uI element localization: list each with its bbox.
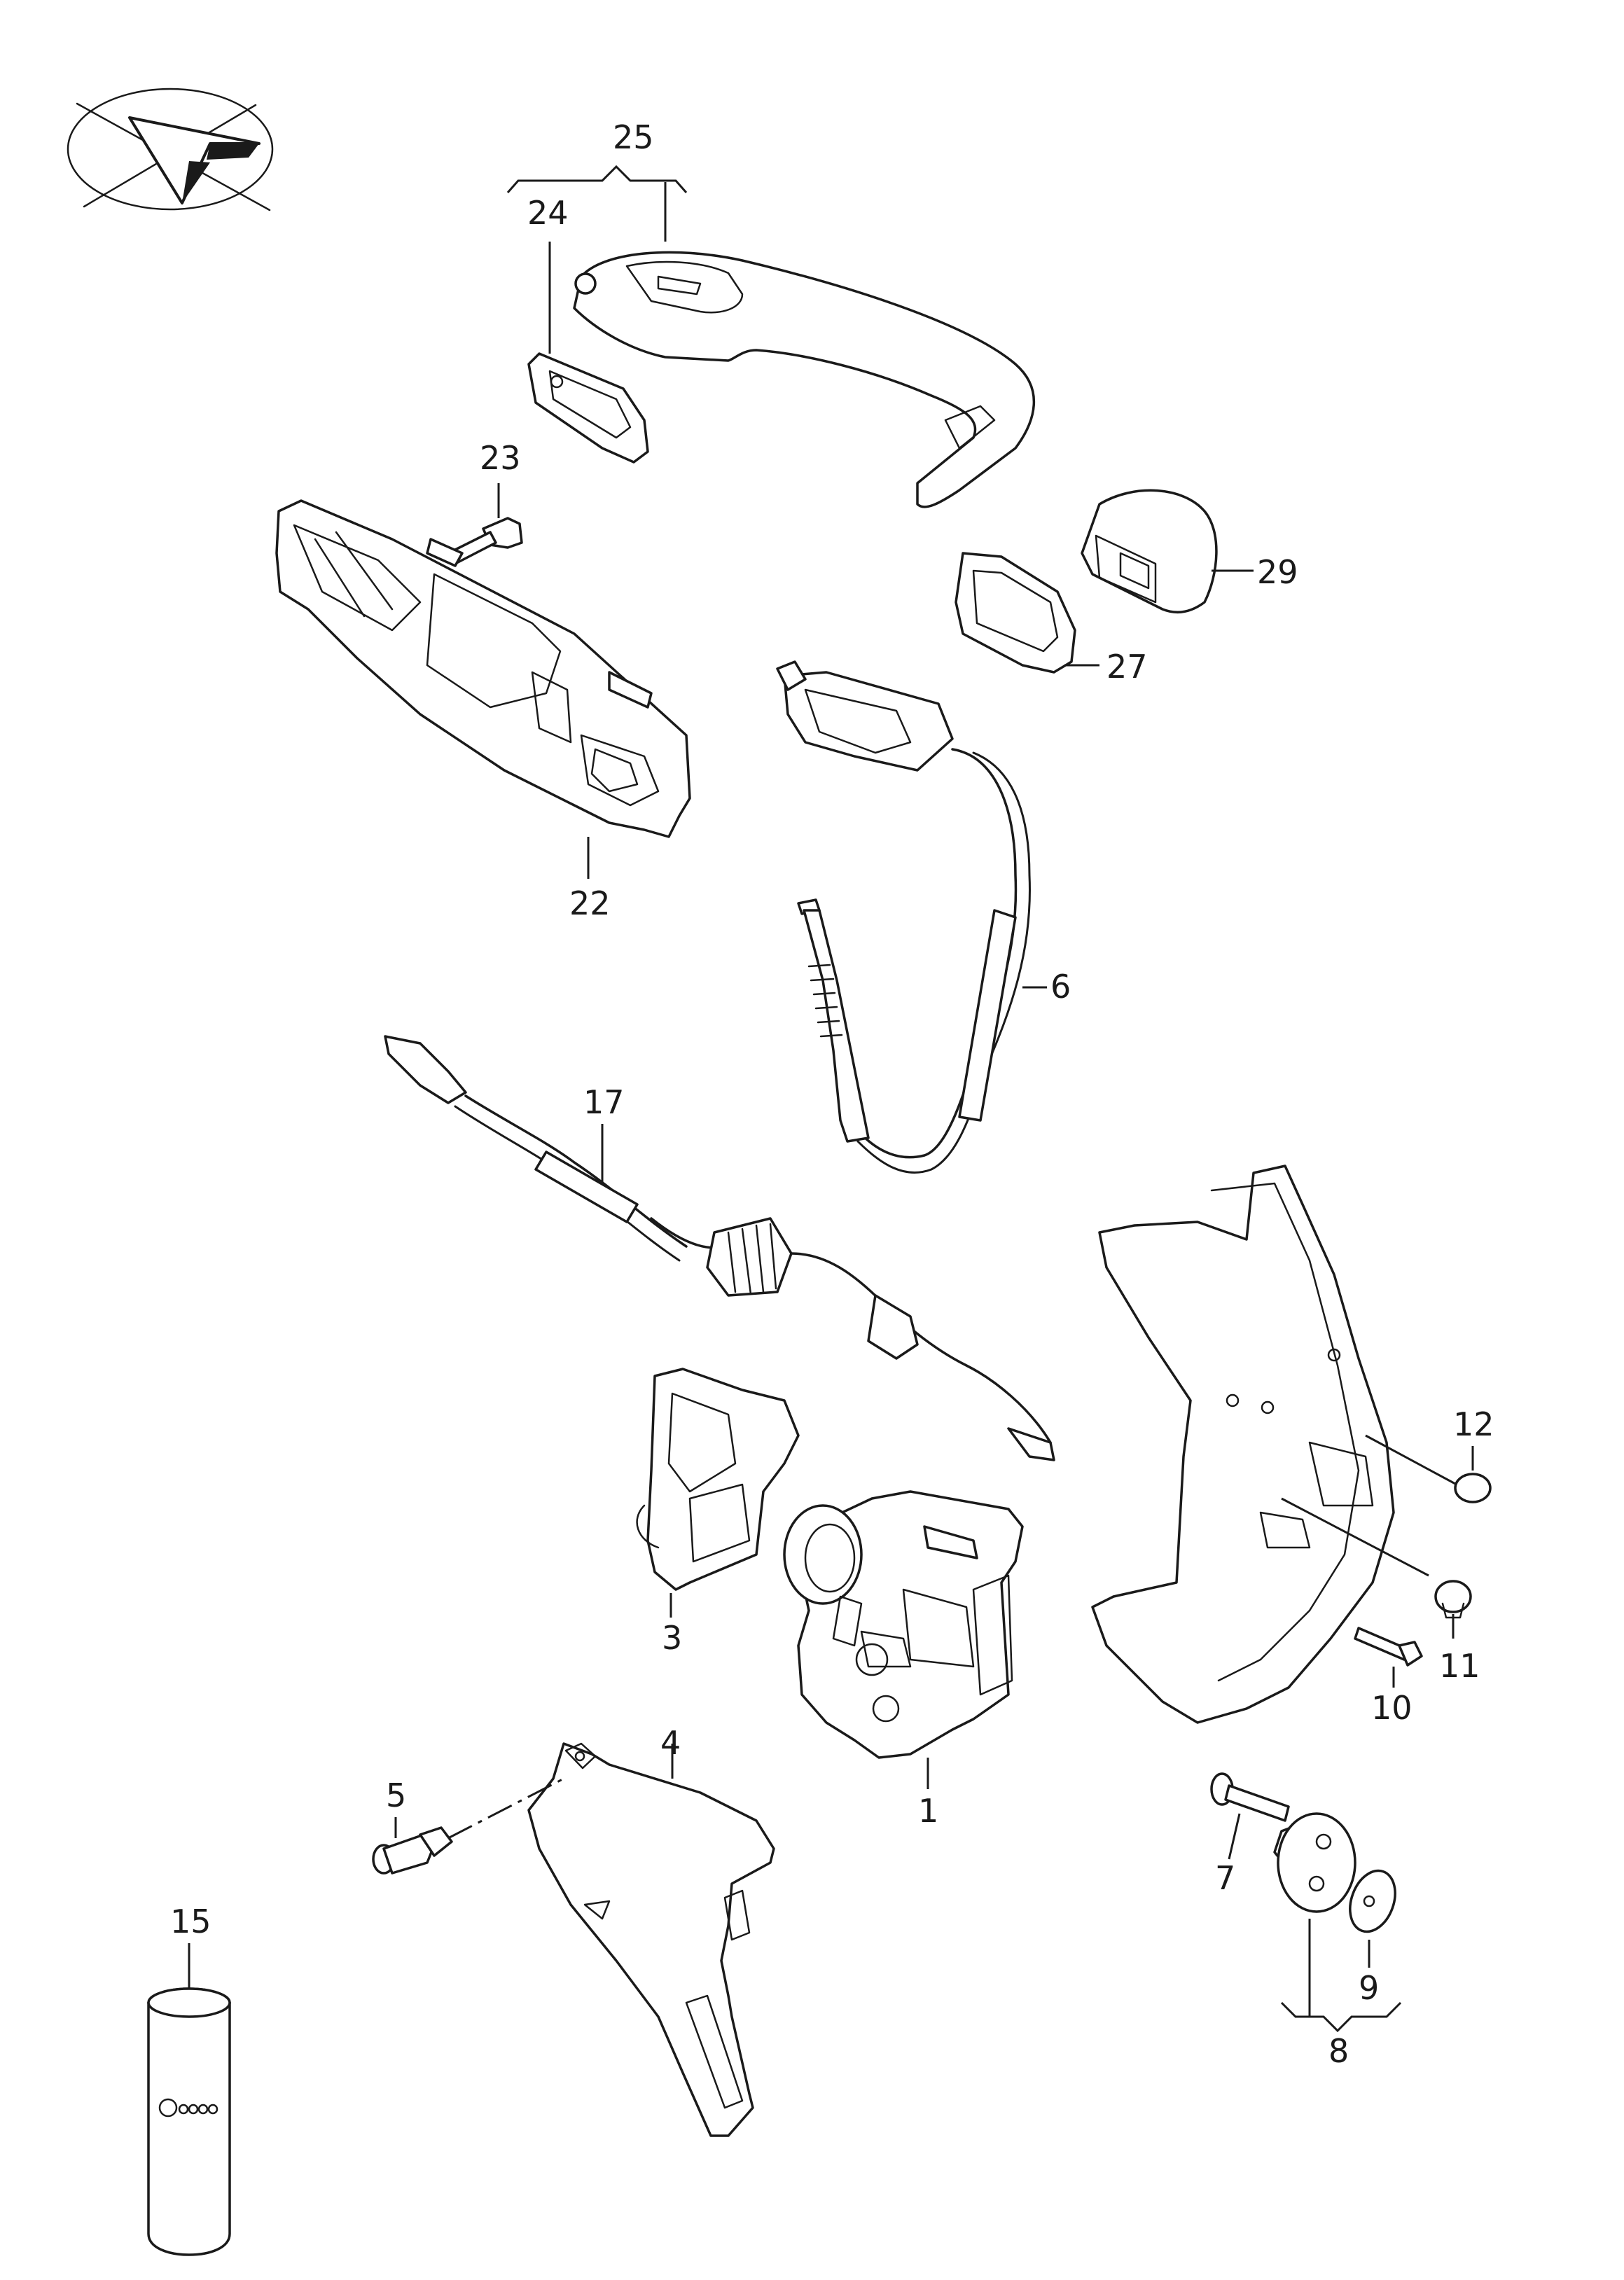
- lock-cover-part: [527, 1742, 775, 2137]
- part-label-10: 10: [1371, 1689, 1413, 1727]
- door-frame-part: [1091, 1165, 1457, 1724]
- part-label-4: 4: [660, 1724, 681, 1762]
- bolt-part-23: [447, 483, 523, 565]
- door-lock-part: [783, 1490, 1024, 1789]
- part-label-8: 8: [1328, 2032, 1349, 2070]
- part-label-29: 29: [1257, 553, 1298, 591]
- part-label-24: 24: [527, 194, 569, 232]
- cap-gasket-part: [955, 552, 1099, 674]
- orientation-arrow-icon: [67, 88, 274, 211]
- aerosol-can-part: [147, 1943, 231, 2256]
- bolt-part-7: [1210, 1772, 1290, 1860]
- part-label-3: 3: [662, 1619, 682, 1657]
- handle-gasket-part: [527, 242, 649, 464]
- part-label-7: 7: [1215, 1859, 1235, 1897]
- part-label-22: 22: [569, 884, 611, 922]
- part-label-1: 1: [918, 1792, 938, 1830]
- inner-cable-part: [384, 1035, 1055, 1461]
- part-label-25: 25: [613, 118, 654, 156]
- outer-door-handle-part: [573, 251, 1036, 508]
- part-label-6: 6: [1050, 968, 1071, 1006]
- bolt-part-10: [1354, 1627, 1423, 1688]
- part-label-9: 9: [1359, 1969, 1379, 2007]
- expanding-rivet-part: [372, 1817, 453, 1875]
- part-label-12: 12: [1453, 1405, 1494, 1443]
- part-label-15: 15: [170, 1903, 211, 1940]
- plug-part-11: [1434, 1580, 1472, 1639]
- alignment-line: [447, 1777, 564, 1840]
- part-label-27: 27: [1106, 648, 1148, 686]
- handle-carrier-part: [275, 499, 691, 879]
- plug-part-12: [1454, 1446, 1492, 1503]
- part-label-11: 11: [1439, 1647, 1480, 1685]
- group-bracket-25: [506, 165, 688, 242]
- part-label-17: 17: [583, 1083, 625, 1121]
- lock-cover-bracket-part: [636, 1368, 800, 1618]
- handle-cap-part: [1081, 489, 1254, 614]
- part-label-5: 5: [386, 1777, 406, 1814]
- plate-part-9: [1349, 1869, 1396, 1968]
- release-cable-part: [776, 660, 1047, 1174]
- striker-plate-part: [1273, 1812, 1402, 2033]
- part-label-23: 23: [480, 439, 521, 477]
